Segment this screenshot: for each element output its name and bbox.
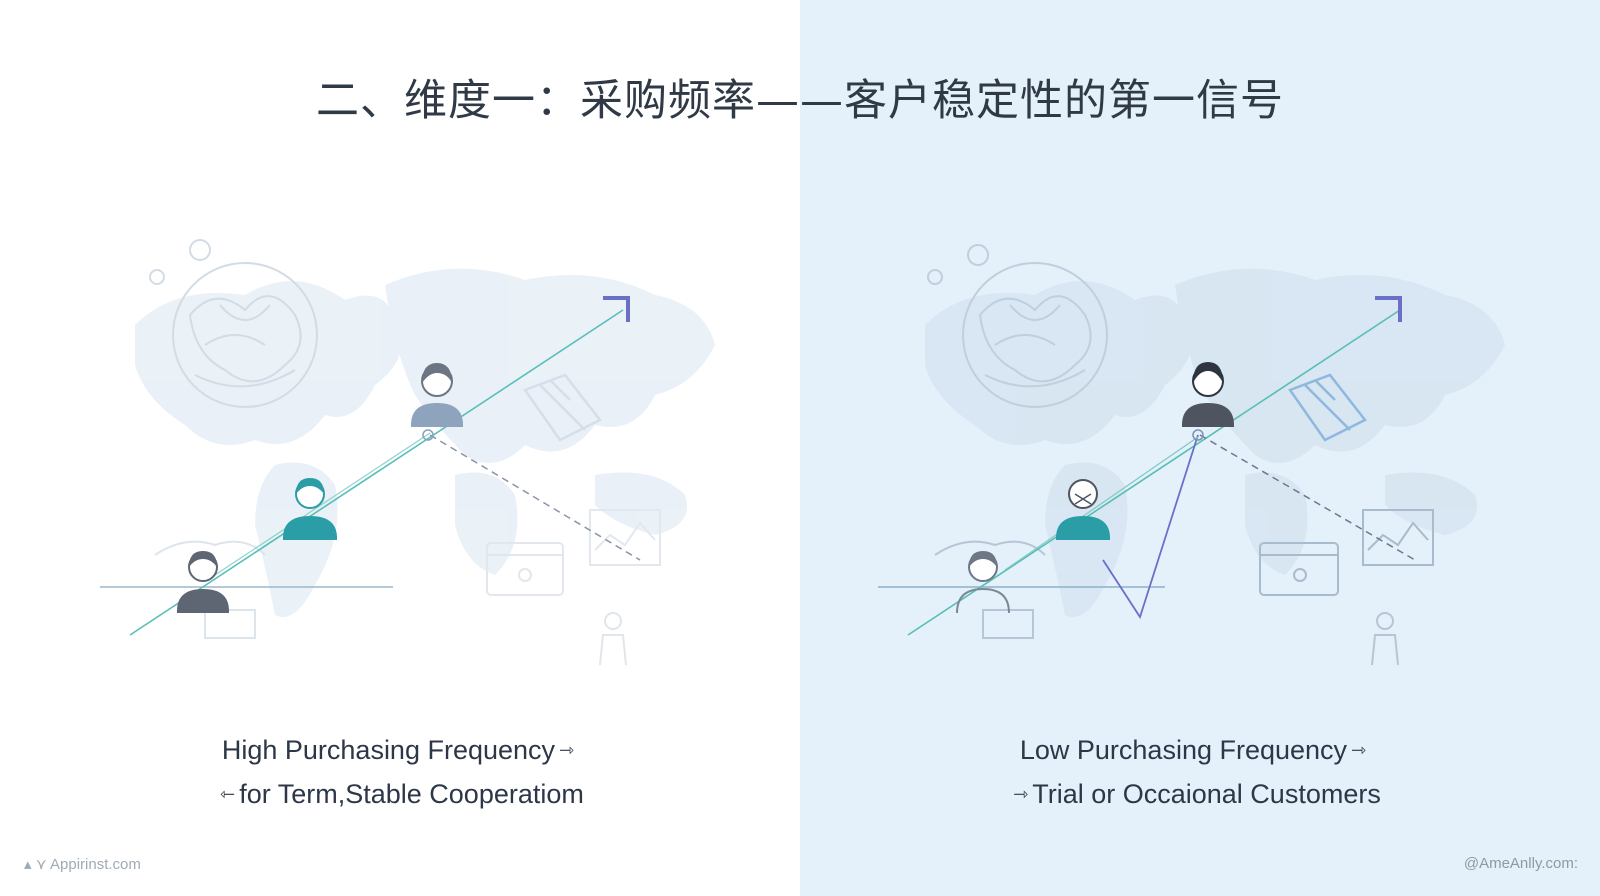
watermark-text: Appirinst.com [50, 856, 141, 873]
desk-sketch [154, 540, 266, 639]
low-frequency-illustration [878, 225, 1525, 695]
chart-card-icon [1362, 509, 1434, 566]
right-arrow-icon: ⇾ [1351, 740, 1367, 760]
caption-line-2: ⇾Trial or Occaional Customers [895, 772, 1495, 816]
right-arrow-icon: ⇾ [559, 740, 575, 760]
high-frequency-caption: High Purchasing Frequency⇾ ⇽for Term,Sta… [100, 728, 700, 816]
person-icon-top [411, 363, 463, 427]
arrow-corner-icon [1375, 296, 1402, 322]
small-figure [1371, 612, 1399, 666]
trend-line-secondary [214, 432, 431, 576]
trend-line [129, 309, 624, 636]
person-icon-middle [1056, 479, 1110, 540]
dashed-projection [1199, 434, 1416, 561]
watermark-right: @AmeAnlly.com: [1463, 855, 1578, 872]
brain-globe [149, 239, 318, 408]
person-icon-middle [283, 478, 337, 540]
left-panel [0, 0, 800, 896]
low-frequency-diagram [878, 244, 1505, 666]
small-figure [599, 612, 627, 666]
left-arrow-icon: ⇽ [220, 784, 236, 804]
brain-globe [927, 244, 1108, 408]
caption-line-1: Low Purchasing Frequency⇾ [895, 728, 1495, 772]
caption-text: High Purchasing Frequency [221, 735, 556, 765]
dashed-projection [429, 434, 641, 561]
page-title: 二、维度一：采购频率——客户稳定性的第一信号 [316, 76, 1284, 126]
trend-line-secondary [1004, 436, 1199, 571]
right-panel [800, 0, 1600, 896]
monitor-icon [486, 542, 564, 596]
caption-line-1: High Purchasing Frequency⇾ [100, 728, 700, 772]
watermark-left: ▴ ⋎ Appirinst.com [24, 855, 141, 873]
volatile-line [1102, 434, 1199, 620]
arrow-corner-icon [603, 296, 630, 322]
node-marker [1192, 429, 1204, 441]
monitor-icon [1259, 542, 1339, 596]
person-icon-bottom [177, 551, 229, 613]
box-icon [523, 373, 602, 442]
trend-line [907, 309, 1401, 636]
caption-text: for Term,Stable Cooperatiom [239, 779, 584, 809]
right-arrow-icon: ⇾ [1013, 784, 1029, 804]
high-frequency-illustration [95, 225, 735, 695]
person-icon-bottom [956, 551, 1010, 614]
watermark-mark: ▴ ⋎ [24, 856, 47, 873]
caption-text: Low Purchasing Frequency [1019, 735, 1348, 765]
caption-text: Trial or Occaional Customers [1032, 779, 1381, 809]
caption-line-2: ⇽for Term,Stable Cooperatiom [100, 772, 700, 816]
world-map [135, 268, 715, 617]
high-frequency-diagram [100, 239, 715, 666]
low-frequency-caption: Low Purchasing Frequency⇾ ⇾Trial or Occa… [895, 728, 1495, 816]
node-marker [422, 429, 434, 441]
box-icon [1288, 373, 1367, 442]
person-icon-top [1182, 362, 1234, 427]
